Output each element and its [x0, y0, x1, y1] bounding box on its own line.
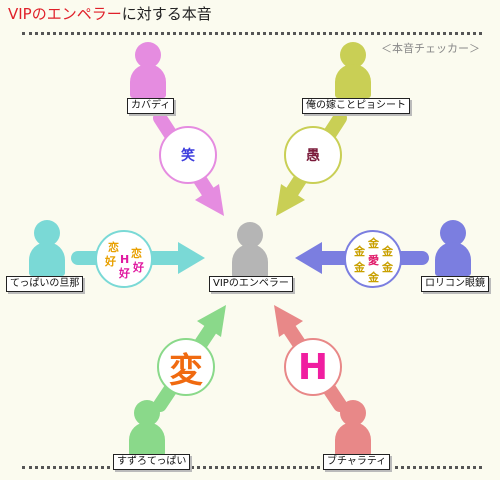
person-body	[335, 64, 371, 98]
feeling-char-ai: 愛	[368, 254, 379, 267]
feeling-char-suki: 好	[133, 261, 144, 274]
feeling-char-koi: 恋	[131, 247, 142, 260]
title-emperor: のエンペラー	[31, 5, 122, 23]
feeling-char-kin: 金	[354, 245, 365, 258]
feeling-char-suki: 好	[105, 255, 116, 268]
person-top-left-name: カバディ	[127, 98, 175, 114]
title-suffix: に対する本音	[121, 5, 212, 23]
person-bottom-right-figure	[330, 400, 376, 458]
feeling-bubble-left: 恋 恋 H 好 好 好	[95, 230, 153, 288]
bottom-divider	[22, 466, 482, 469]
person-head	[34, 220, 60, 246]
person-top-right-name: 俺の嫁ことピョシート	[302, 98, 410, 114]
feeling-bubble-top-right: 愚	[284, 126, 342, 184]
person-head	[340, 42, 366, 68]
person-top-left-figure	[125, 42, 171, 100]
person-body	[335, 422, 371, 456]
person-left-figure	[24, 220, 70, 278]
person-head	[237, 222, 263, 248]
top-divider	[22, 32, 482, 35]
person-center-figure	[227, 222, 273, 280]
feeling-label-top-left: 笑	[181, 148, 195, 164]
feeling-char-kin: 金	[368, 271, 379, 284]
person-body	[129, 422, 165, 456]
feeling-char-kin: 金	[382, 245, 393, 258]
person-right-figure	[430, 220, 476, 278]
person-right-name: ロリコン眼鏡	[421, 276, 489, 292]
page-title: VIPのエンペラーに対する本音	[8, 4, 212, 24]
feeling-char-koi: 恋	[108, 241, 119, 254]
person-body	[29, 242, 65, 276]
person-bottom-left-figure	[124, 400, 170, 458]
person-top-right-figure	[330, 42, 376, 100]
feeling-bubble-bottom-left: 変	[157, 338, 215, 396]
person-head	[134, 400, 160, 426]
person-head	[135, 42, 161, 68]
feeling-char-suki: 好	[119, 267, 130, 280]
feeling-label-top-right: 愚	[306, 148, 320, 164]
person-head	[340, 400, 366, 426]
person-center-name: VIPのエンペラー	[209, 276, 293, 292]
feeling-bubble-top-left: 笑	[159, 126, 217, 184]
person-bottom-right-name: ブチャラティ	[323, 454, 391, 470]
feeling-label-bottom-left: 変	[169, 350, 203, 391]
credit-label: ＜本音チェッカー＞	[381, 42, 480, 55]
person-left-name: てっぱいの旦那	[6, 276, 84, 292]
feeling-char-kin: 金	[368, 237, 379, 250]
title-vip: VIP	[8, 5, 32, 23]
feeling-label-bottom-right: H	[297, 346, 329, 388]
person-bottom-left-name: すずろてっぱい	[113, 454, 191, 470]
person-body	[130, 64, 166, 98]
person-body	[232, 244, 268, 278]
person-head	[440, 220, 466, 246]
feeling-char-kin: 金	[382, 261, 393, 274]
feeling-bubble-right: 金 金 金 愛 金 金 金	[344, 230, 402, 288]
feeling-char-h: H	[120, 253, 130, 266]
feeling-bubble-bottom-right: H	[284, 338, 342, 396]
person-body	[435, 242, 471, 276]
feeling-char-kin: 金	[354, 261, 365, 274]
